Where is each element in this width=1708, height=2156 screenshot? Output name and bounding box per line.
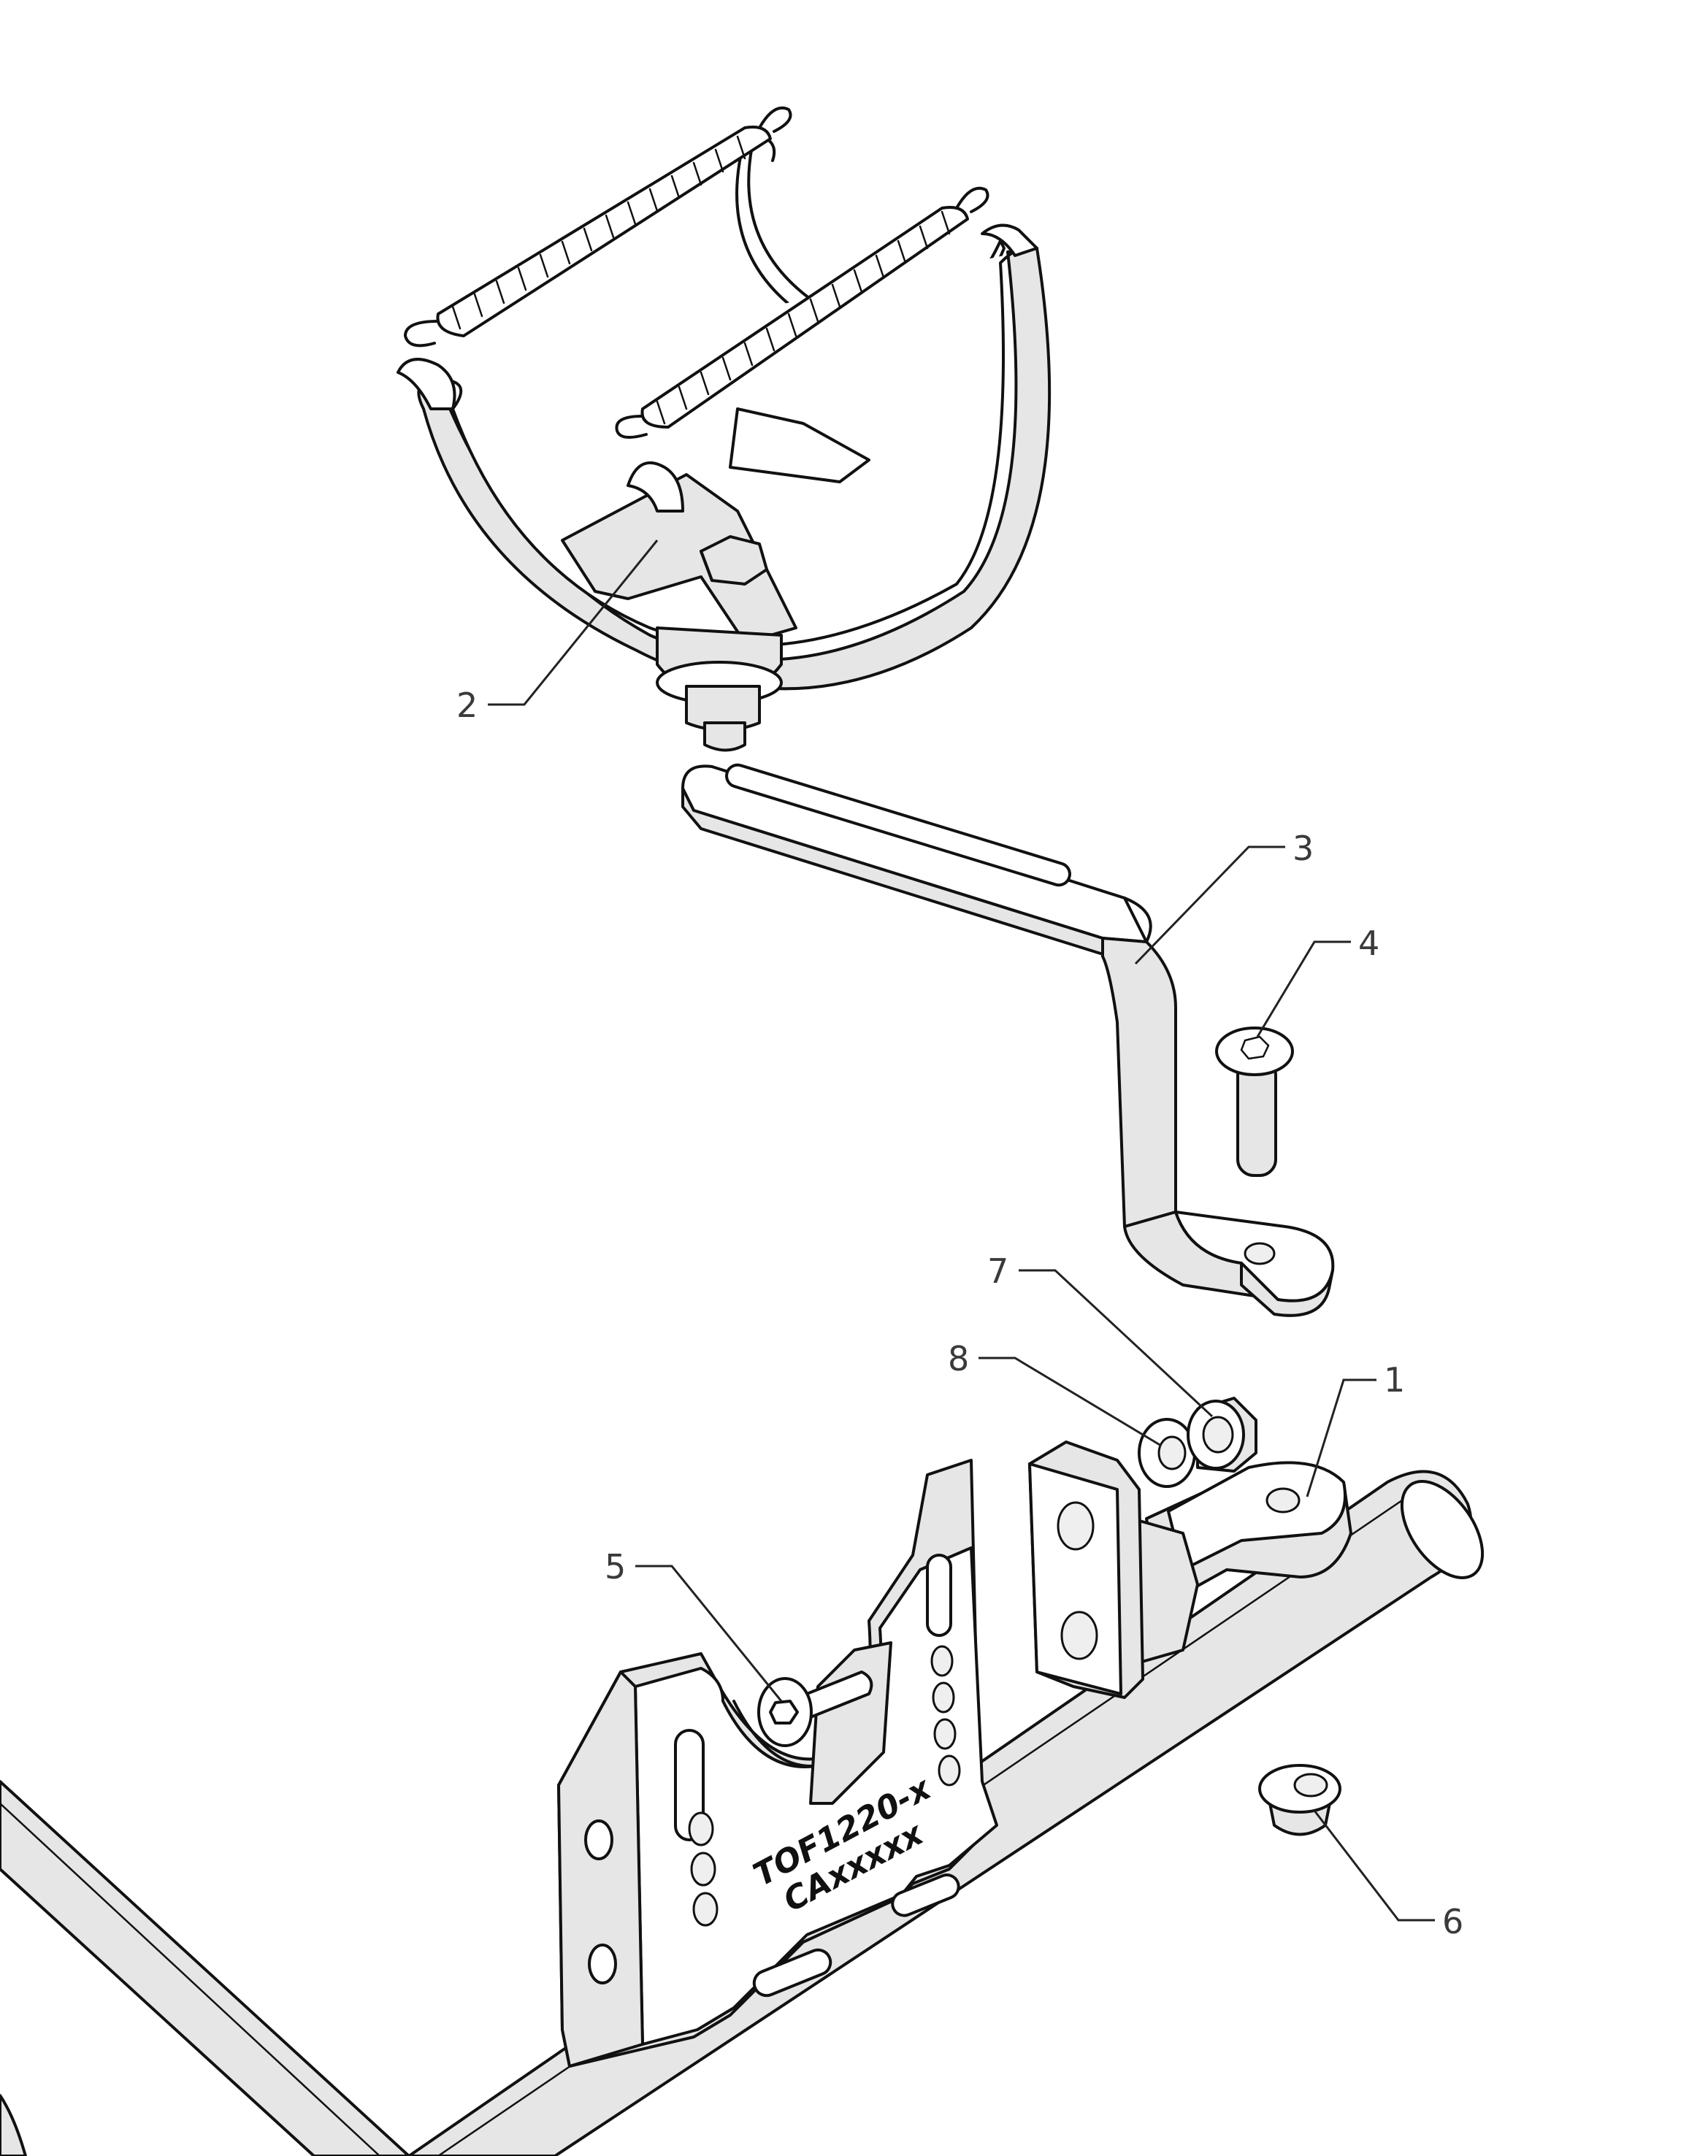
- callout-2: 2: [456, 686, 478, 725]
- leader-line-3: [1134, 845, 1285, 965]
- callout-6: 6: [1442, 1902, 1463, 1941]
- leader-line-2: [488, 540, 659, 706]
- callout-1: 1: [1384, 1360, 1405, 1400]
- frame-tube-diagonal: [0, 1780, 410, 2156]
- clamp-bracket: [1028, 1440, 1352, 1699]
- leader-line-4: [1256, 940, 1351, 1037]
- callout-8: 8: [948, 1339, 969, 1378]
- slotted-z-bracket: [681, 763, 1335, 1317]
- washer: [1138, 1418, 1196, 1488]
- leader-line-5: [635, 1565, 783, 1702]
- frame-tube-corner: [0, 2094, 27, 2156]
- countersunk-bolt: [757, 1677, 813, 1747]
- callout-3: 3: [1293, 829, 1314, 868]
- leader-line-8: [979, 1357, 1162, 1447]
- tension-spring-rear: [404, 106, 792, 348]
- leader-line-6: [1313, 1810, 1435, 1922]
- leader-line-1: [1306, 1378, 1376, 1497]
- callout-7: 7: [987, 1251, 1008, 1291]
- mounting-plate: TOF1220-x CAxxxxx: [557, 1459, 998, 2068]
- callout-4: 4: [1358, 924, 1379, 963]
- callout-5: 5: [605, 1547, 626, 1587]
- button-head-bolt: [1215, 1027, 1294, 1177]
- flanged-nut: [1258, 1764, 1341, 1836]
- leader-line-7: [1019, 1269, 1214, 1418]
- lock-nut: [1187, 1397, 1257, 1473]
- spring-cradle: [397, 137, 1052, 752]
- tension-spring-front: [615, 186, 989, 439]
- leader-lines: [488, 540, 1435, 1922]
